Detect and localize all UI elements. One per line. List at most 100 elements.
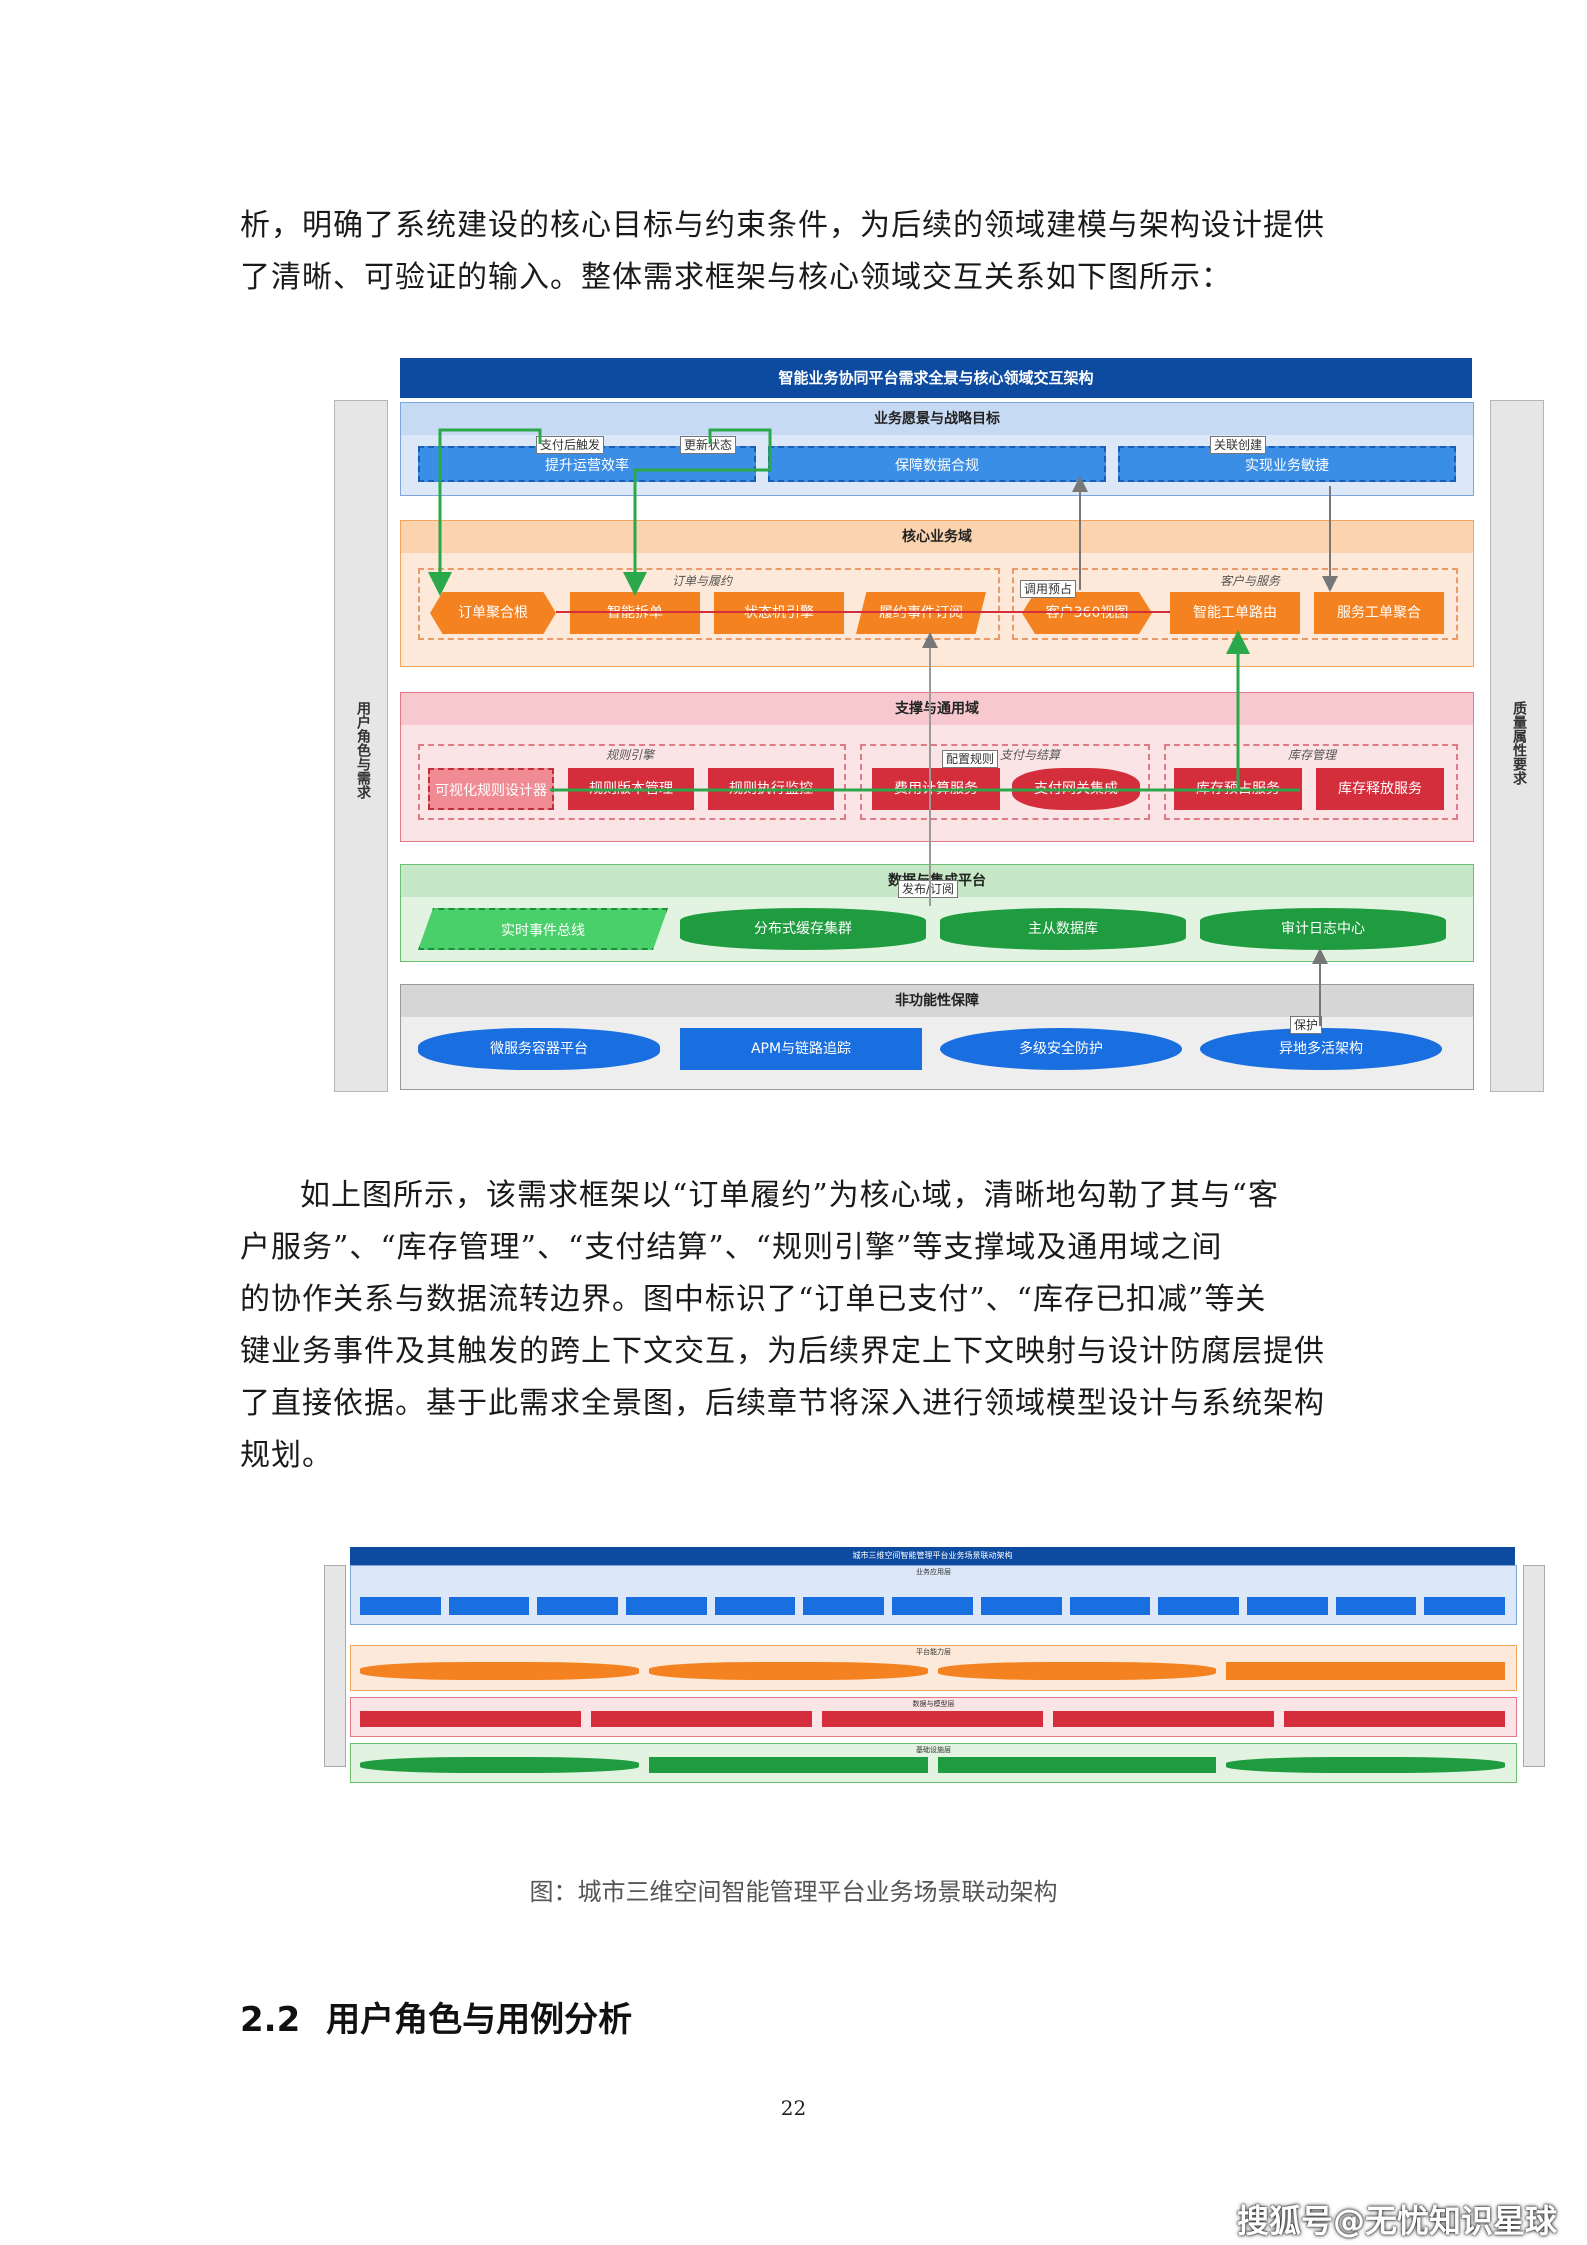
core-smart-split: 智能拆单: [570, 592, 700, 634]
support-inv-release: 库存释放服务: [1316, 768, 1444, 810]
group-rules-label: 规则引擎: [606, 748, 655, 762]
fig2-app-block: [803, 1597, 885, 1615]
fig2-app-row: [360, 1597, 1505, 1615]
section-number: 2.2: [240, 2000, 301, 2040]
group-order-label: 订单与履约: [672, 574, 733, 588]
vision-item-compliance: 保障数据合规: [768, 446, 1106, 482]
fig2-infra-row: [360, 1757, 1505, 1773]
fig2-app-block: [980, 1597, 1062, 1615]
support-inv-reserve: 库存预占服务: [1174, 768, 1302, 810]
body-line-6: 规划。: [240, 1438, 333, 1473]
nfr-container-platform: 微服务容器平台: [418, 1028, 660, 1070]
nfr-active-active: 异地多活架构: [1200, 1028, 1442, 1070]
fig2-app-block: [1069, 1597, 1151, 1615]
body-line-4: 键业务事件及其触发的跨上下文交互，为后续界定上下文映射与设计防腐层提供: [240, 1334, 1325, 1369]
core-ticket-aggregate: 服务工单聚合: [1314, 592, 1444, 634]
fig2-band-platform-title: 平台能力层: [916, 1648, 951, 1656]
fig2-app-block: [1246, 1597, 1328, 1615]
fig2-platform-block: [360, 1662, 639, 1680]
group-payment-label: 支付与结算: [1000, 748, 1061, 762]
group-inventory-label: 库存管理: [1288, 748, 1337, 762]
fig2-app-block: [1335, 1597, 1417, 1615]
support-rule-monitor: 规则执行监控: [708, 768, 834, 810]
body-line-5: 了直接依据。基于此需求全景图，后续章节将深入进行领域模型设计与系统架构: [240, 1386, 1325, 1421]
group-payment: [860, 744, 1150, 820]
section-heading: 2.2 用户角色与用例分析: [240, 1992, 632, 2041]
architecture-figure-2: 城市三维空间智能管理平台业务场景联动架构 业务应用层 平台能力层 数据与模型层 …: [300, 1505, 1555, 1815]
fig2-band-infra-title: 基础设施层: [916, 1746, 951, 1754]
core-order-aggregate: 订单聚合根: [430, 592, 556, 634]
support-pay-gateway: 支付网关集成: [1012, 768, 1140, 810]
vision-item-agility: 实现业务敏捷: [1118, 446, 1456, 482]
fig2-app-block: [1424, 1597, 1505, 1615]
fig2-infra-block: [648, 1757, 928, 1773]
right-sidebar: 质量属性要求: [1490, 400, 1544, 1092]
data-audit-log: 审计日志中心: [1200, 908, 1446, 950]
fig2-data-block: [360, 1711, 581, 1727]
fig2-band-app: 业务应用层: [350, 1565, 1517, 1625]
fig2-infra-block: [937, 1757, 1217, 1773]
fig2-app-block: [714, 1597, 796, 1615]
body-line-3: 的协作关系与数据流转边界。图中标识了“订单已支付”、“库存已扣减”等关: [240, 1282, 1267, 1317]
band-vision-title: 业务愿景与战略目标: [401, 403, 1473, 435]
fig2-left-sidebar: [324, 1565, 346, 1767]
fig2-app-block: [360, 1597, 441, 1615]
fig2-platform-block: [648, 1662, 928, 1680]
support-rule-version: 规则版本管理: [568, 768, 694, 810]
fig2-infra-block: [360, 1757, 639, 1773]
page-number: 22: [780, 2096, 807, 2120]
intro-line-1: 析，明确了系统建设的核心目标与约束条件，为后续的领域建模与架构设计提供: [240, 208, 1325, 243]
tag-pub-sub: 发布/订阅: [898, 880, 959, 898]
support-rule-designer: 可视化规则设计器: [428, 768, 554, 810]
left-sidebar-label: 用户角色与需求: [355, 701, 371, 799]
data-event-bus: 实时事件总线: [418, 908, 668, 950]
architecture-figure-1: 用户角色与需求 质量属性要求 智能业务协同平台需求全景与核心领域交互架构 业务愿…: [300, 340, 1555, 1140]
figure-caption: 图：城市三维空间智能管理平台业务场景联动架构: [529, 1878, 1058, 1906]
data-cache-cluster: 分布式缓存集群: [680, 908, 926, 950]
fig2-infra-block: [1226, 1757, 1505, 1773]
core-ticket-routing: 智能工单路由: [1170, 592, 1300, 634]
group-rules: [418, 744, 846, 820]
fig2-data-row: [360, 1711, 1505, 1727]
fig2-app-block: [448, 1597, 530, 1615]
group-inventory: [1164, 744, 1458, 820]
core-customer-360: 客户360视图: [1022, 592, 1152, 634]
group-customer-label: 客户与服务: [1220, 574, 1281, 588]
band-support-title: 支撑与通用域: [401, 693, 1473, 725]
fig2-data-block: [1284, 1711, 1505, 1727]
fig2-app-block: [537, 1597, 619, 1615]
fig2-app-block: [626, 1597, 707, 1615]
section-title: 用户角色与用例分析: [326, 2000, 633, 2040]
fig2-platform-block: [1226, 1662, 1505, 1680]
fig2-data-block: [1053, 1711, 1274, 1727]
fig2-data-block: [591, 1711, 812, 1727]
fig2-app-block: [892, 1597, 973, 1615]
intro-line-2: 了清晰、可验证的输入。整体需求框架与核心领域交互关系如下图所示：: [240, 260, 1232, 295]
tag-config-rules: 配置规则: [942, 750, 999, 768]
left-sidebar: 用户角色与需求: [334, 400, 388, 1092]
fig2-platform-row: [360, 1662, 1505, 1680]
band-core-title: 核心业务域: [401, 521, 1473, 553]
fig2-title: 城市三维空间智能管理平台业务场景联动架构: [350, 1547, 1515, 1565]
core-state-machine: 状态机引擎: [714, 592, 844, 634]
fig2-platform-block: [937, 1662, 1217, 1680]
right-sidebar-label: 质量属性要求: [1511, 701, 1527, 785]
fig2-band-data-title: 数据与模型层: [912, 1700, 955, 1708]
core-fulfil-subscribe: 履约事件订阅: [856, 592, 986, 634]
support-fee-calc: 费用计算服务: [872, 768, 1000, 810]
body-line-1: 如上图所示，该需求框架以“订单履约”为核心域，清晰地勾勒了其与“客: [300, 1178, 1280, 1213]
band-support: 支撑与通用域: [400, 692, 1474, 842]
fig2-data-block: [822, 1711, 1043, 1727]
fig2-band-app-title: 业务应用层: [916, 1568, 951, 1576]
band-nfr-title: 非功能性保障: [401, 985, 1473, 1017]
fig2-app-block: [1158, 1597, 1239, 1615]
tag-call-reserve: 调用预占: [1020, 580, 1077, 598]
figure-title: 智能业务协同平台需求全景与核心领域交互架构: [400, 358, 1472, 398]
nfr-security: 多级安全防护: [940, 1028, 1182, 1070]
tag-protect: 保护: [1290, 1016, 1323, 1034]
body-line-2: 户服务”、“库存管理”、“支付结算”、“规则引擎”等支撑域及通用域之间: [240, 1230, 1223, 1265]
footer-brand: 搜狐号@无忧知识星球: [1236, 2202, 1557, 2240]
data-master-slave-db: 主从数据库: [940, 908, 1186, 950]
fig2-right-sidebar: [1523, 1565, 1545, 1767]
tag-after-payment: 支付后触发: [536, 436, 605, 454]
